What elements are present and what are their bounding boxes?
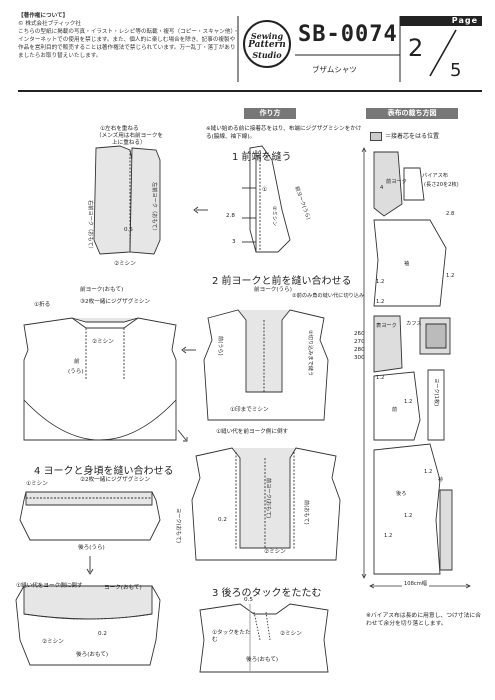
step3-label-1: ①タックをたたむ bbox=[212, 630, 251, 643]
layout-mark-9: 1.2 bbox=[404, 513, 413, 519]
step3-label-0: 0.5 bbox=[244, 597, 253, 603]
layout-piece-bias: バイアス布 bbox=[422, 173, 448, 179]
step2-title: 2 前ヨークと前を縫い合わせる bbox=[212, 276, 352, 287]
layout-piece-back: 後ろ bbox=[396, 491, 407, 497]
layout-mark-6: 1.2 bbox=[376, 375, 385, 381]
howto-intro: ※縫い始める前に接着芯をはり、布端にジグザグミシンをかける(脇線、袖下線)。 bbox=[206, 126, 362, 140]
step2-label-10: ②前のみ角の縫い代に切り込み bbox=[292, 293, 365, 299]
brand-logo: Sewing Pattern Studio bbox=[243, 20, 291, 68]
page-current: 2 bbox=[408, 34, 424, 62]
step1-label-8: 2.8 bbox=[226, 213, 235, 219]
copyright-heading: 【著作権について】 bbox=[18, 13, 69, 19]
step4-label-1: ②2枚一緒にジグザグミシン bbox=[80, 477, 151, 483]
step1-label-0: ①左右を重ねる bbox=[100, 126, 139, 132]
layout-title: 表布の裁ち方図 bbox=[366, 108, 458, 119]
layout-piece-collar: 衿 bbox=[438, 477, 444, 483]
step2-label-14: ②ミシン bbox=[264, 549, 286, 555]
logo-line3: Studio bbox=[252, 50, 282, 60]
copyright-notice: 【著作権について】 © 株式会社ブティック社 こちらの型紙に掲載の写真・イラスト… bbox=[18, 12, 240, 60]
step2-label-11: ①縫い代を前ヨーク側に倒す bbox=[216, 429, 289, 435]
step4-label-8: 後ろ(おもて) bbox=[76, 652, 109, 658]
howto-title: 作り方 bbox=[244, 108, 296, 119]
step4-label-3: 後ろ(うら) bbox=[78, 545, 105, 551]
step3-title: 3 後ろのタックをたたむ bbox=[212, 588, 322, 599]
page-label: Page bbox=[400, 16, 482, 26]
layout-mark-3: 1.2 bbox=[446, 273, 455, 279]
step4-label-6: ②ミシン bbox=[42, 639, 64, 645]
copyright-owner: © 株式会社ブティック社 bbox=[18, 21, 81, 27]
step2-label-1: ③2枚一緒にジグザグミシン bbox=[80, 299, 151, 305]
layout-mark-1: 2.8 bbox=[446, 211, 455, 217]
step1-label-1: （メンズ用は右前ヨークを bbox=[96, 133, 164, 139]
layout-piece-front-yoke: 前ヨーク bbox=[386, 179, 407, 185]
header-rule bbox=[18, 90, 482, 92]
step1-label-2: 上に重ねる） bbox=[112, 140, 146, 146]
layout-piece-bias-size: (長さ20を2枚) bbox=[424, 182, 459, 188]
logo-line2: Pattern bbox=[248, 40, 286, 50]
layout-mark-2: 1.2 bbox=[376, 279, 385, 285]
page-indicator: Page 2 5 bbox=[400, 16, 482, 82]
pattern-name: ブザムシャツ bbox=[312, 65, 357, 74]
step2-label-8: 前ヨーク(うら) bbox=[254, 287, 292, 293]
layout-piece-cuffs: カフス bbox=[406, 321, 422, 327]
step1-title: 1 前端を縫う bbox=[232, 152, 292, 163]
step1-label-11: ① bbox=[262, 187, 268, 193]
layout-mark-5: 1.2 bbox=[404, 399, 413, 405]
step1-label-5: 0.5 bbox=[124, 227, 133, 233]
step4-title: 4 ヨークと身頃を縫い合わせる bbox=[34, 466, 174, 477]
layout-mark-4: 1.2 bbox=[376, 299, 385, 305]
page-total: 5 bbox=[450, 60, 462, 81]
step3-label-2: ②ミシン bbox=[280, 631, 302, 637]
interfacing-swatch bbox=[370, 132, 382, 141]
step4-label-4: ①縫い代をヨーク側に倒す bbox=[16, 583, 83, 589]
step4-label-0: ①ミシン bbox=[26, 481, 48, 487]
bias-note: ※バイアス布は長めに用意し、つけ寸法に合わせて余分を切り落とします。 bbox=[366, 613, 481, 627]
logo-line1: Sewing bbox=[250, 31, 284, 41]
copyright-body: こちらの型紙に掲載の写真・イラスト・レシピ等の転載・複写（コピー・スキャン他）・… bbox=[18, 29, 239, 59]
layout-mark-7: 1.2 bbox=[424, 469, 433, 475]
layout-piece-outer-yoke: 表ヨーク bbox=[376, 323, 397, 329]
step4-label-5: ヨーク(おもて) bbox=[104, 585, 142, 591]
step1-label-6: ②ミシン bbox=[114, 261, 136, 267]
layout-legend: ＝接着芯をはる位置 bbox=[370, 131, 439, 141]
layout-mark-8: 1.2 bbox=[384, 533, 393, 539]
layout-mark-0: 4 bbox=[380, 185, 384, 191]
page-slash bbox=[429, 29, 457, 77]
header-frame bbox=[237, 16, 401, 82]
layout-legend-text: ＝接着芯をはる位置 bbox=[385, 133, 440, 140]
step2-label-5: (うら) bbox=[68, 369, 84, 375]
layout-height-options: 260 270 280 300 bbox=[354, 331, 365, 361]
step2-label-9: ①印までミシン bbox=[230, 407, 269, 413]
step2-label-13: 0.2 bbox=[218, 517, 227, 523]
step2-label-4: 前 bbox=[74, 359, 80, 365]
step2-label-3: ②ミシン bbox=[92, 339, 114, 345]
step4-label-7: 0.2 bbox=[98, 631, 107, 637]
step1-label-9: 3 bbox=[232, 239, 236, 245]
layout-width: 108cm幅 bbox=[402, 581, 429, 588]
layout-piece-sleeve: 袖 bbox=[404, 261, 410, 267]
step2-label-2: ①折る bbox=[34, 302, 51, 308]
step3-label-3: 後ろ(おもて) bbox=[246, 657, 279, 663]
layout-piece-front: 前 bbox=[392, 407, 398, 413]
step2-label-0: 前ヨーク(おもて) bbox=[80, 287, 124, 293]
pattern-code: SB-0074 bbox=[298, 22, 398, 47]
